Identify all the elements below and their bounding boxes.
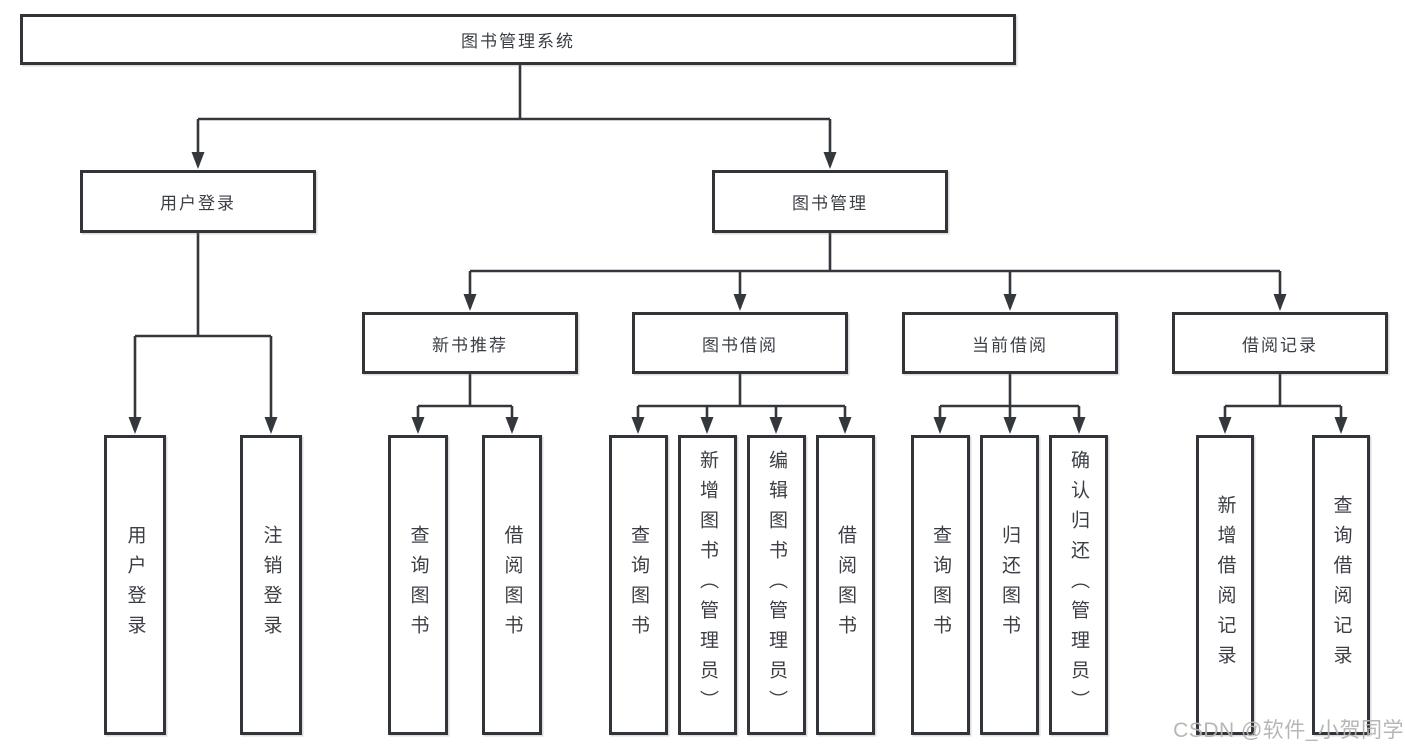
leaf-confirm-return-admin: 确认归还（管理员）: [1049, 435, 1108, 735]
leaf-label: 归还图书: [999, 525, 1020, 645]
leaf-user-login: 用户登录: [104, 435, 166, 735]
node-label: 借阅记录: [1242, 335, 1318, 355]
leaf-label: 查询图书: [930, 525, 951, 645]
leaf-label: 编辑图书（管理员）: [766, 450, 787, 720]
leaf-label: 查询图书: [407, 525, 429, 645]
leaf-query-books-2: 查询图书: [609, 435, 668, 735]
node-label: 当前借阅: [972, 335, 1048, 355]
leaf-query-borrow-record: 查询借阅记录: [1312, 435, 1370, 735]
node-label: 图书借阅: [702, 335, 778, 355]
leaf-add-borrow-record: 新增借阅记录: [1196, 435, 1254, 735]
leaf-edit-books-admin: 编辑图书（管理员）: [747, 435, 806, 735]
leaf-label: 新增图书（管理员）: [697, 450, 718, 720]
leaf-label: 确认归还（管理员）: [1068, 450, 1089, 720]
leaf-label: 查询图书: [628, 525, 649, 645]
leaf-borrow-books-1: 借阅图书: [482, 435, 542, 735]
leaf-label: 借阅图书: [835, 525, 856, 645]
leaf-label: 注销登录: [260, 525, 282, 645]
leaf-query-books-1: 查询图书: [388, 435, 448, 735]
leaf-label: 用户登录: [124, 525, 146, 645]
node-label: 新书推荐: [432, 335, 508, 355]
node-new-book-recommend: 新书推荐: [362, 312, 578, 374]
node-user-login-branch: 用户登录: [80, 170, 316, 233]
leaf-borrow-books-2: 借阅图书: [816, 435, 875, 735]
node-borrow-records: 借阅记录: [1172, 312, 1388, 374]
node-current-borrow: 当前借阅: [902, 312, 1118, 374]
node-book-borrow: 图书借阅: [632, 312, 848, 374]
leaf-label: 新增借阅记录: [1214, 495, 1236, 675]
node-label: 用户登录: [160, 194, 236, 213]
node-label: 图书管理: [792, 194, 868, 213]
node-book-management-branch: 图书管理: [712, 170, 948, 233]
node-root-book-management-system: 图书管理系统: [20, 14, 1016, 65]
leaf-return-books: 归还图书: [980, 435, 1039, 735]
leaf-query-books-3: 查询图书: [911, 435, 970, 735]
leaf-logout: 注销登录: [240, 435, 302, 735]
leaf-add-books-admin: 新增图书（管理员）: [678, 435, 737, 735]
csdn-watermark: CSDN @软件_小贺同学: [1173, 719, 1404, 742]
node-label: 图书管理系统: [461, 32, 575, 51]
leaf-label: 借阅图书: [501, 525, 523, 645]
leaf-label: 查询借阅记录: [1330, 495, 1352, 675]
